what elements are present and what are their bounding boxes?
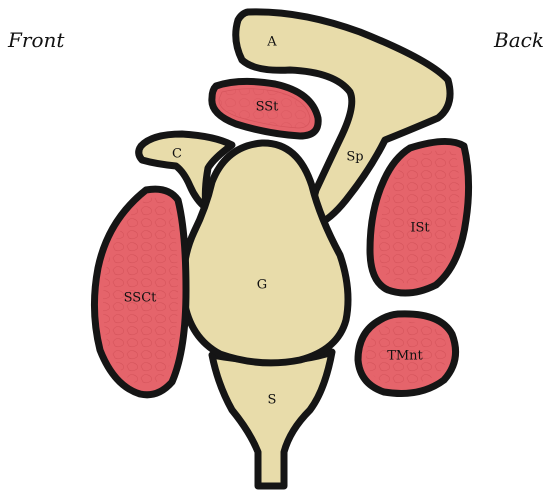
front-label: Front (8, 28, 65, 52)
label-acromion: A (266, 35, 277, 50)
label-teres-minor: TMnt (387, 349, 423, 364)
label-glenoid: G (257, 278, 267, 293)
label-supraspinatus: SSt (256, 100, 280, 115)
label-spine: Sp (346, 150, 363, 165)
label-infraspinatus: ISt (410, 221, 430, 236)
back-label: Back (494, 28, 544, 52)
scapular-neck-shape (208, 348, 336, 490)
label-coracoid: C (172, 147, 182, 162)
glenoid-shape (179, 139, 352, 367)
label-scapular-neck: S (268, 393, 277, 408)
label-subscapularis: SSCt (124, 291, 158, 306)
